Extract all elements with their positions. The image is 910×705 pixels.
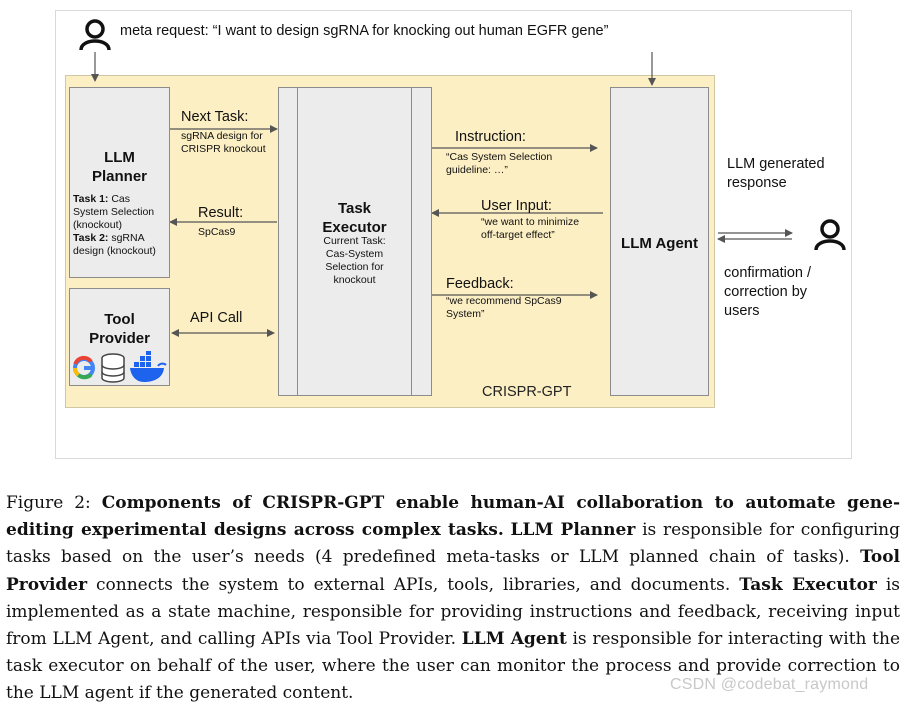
api-call-label: API Call — [190, 310, 243, 326]
tool-provider-box: Tool Provider — [69, 288, 170, 386]
planner-task-1: Task 1: Cas System Selection (knockout) — [73, 193, 155, 231]
llm-agent-title: LLM Agent — [621, 235, 698, 252]
llm-planner-box: LLM Planner Task 1: Cas System Selection… — [69, 87, 170, 278]
user-input-text: “we want to minimize off-target effect” — [481, 216, 580, 241]
user-icon-right — [814, 219, 846, 251]
result-title: Result: — [198, 205, 244, 221]
caption-figure-label: Figure 2: — [6, 493, 102, 513]
user-input-title: User Input: — [481, 198, 552, 214]
generated-response-label: LLM generated response — [727, 156, 825, 191]
planner-task-list: Task 1: Cas System Selection (knockout) … — [73, 193, 167, 258]
tool-provider-title: Tool Provider — [89, 311, 150, 347]
caption-planner-desc: is responsible for configuring tasks bas… — [6, 520, 900, 568]
user-icon-top — [79, 19, 111, 51]
instruction-text: “Cas System Selection guideline: …” — [446, 151, 553, 176]
executor-left-rail — [297, 88, 298, 395]
llm-planner-title: LLM Planner — [91, 149, 148, 185]
planner-task-2: Task 2: sgRNA design (knockout) — [73, 232, 156, 257]
caption-tool-desc: connects the system to external APIs, to… — [87, 574, 740, 595]
executor-right-rail — [411, 88, 412, 395]
figure-caption: Figure 2: Components of CRISPR-GPT enabl… — [6, 490, 900, 705]
figure-frame — [55, 10, 852, 459]
system-label: CRISPR-GPT — [482, 384, 572, 400]
confirmation-label: confirmation / correction by users — [724, 265, 812, 319]
instruction-title: Instruction: — [455, 129, 526, 145]
meta-request-text: meta request: “I want to design sgRNA fo… — [120, 23, 609, 39]
llm-agent-box: LLM Agent — [610, 87, 709, 396]
caption-bold-title: Components of CRISPR-GPT enable human-AI… — [6, 493, 900, 541]
docker-icon — [130, 351, 167, 382]
task-executor-title: Task Executor — [322, 200, 387, 236]
task-executor-current-task: Current Task: Cas-System Selection for k… — [323, 235, 386, 286]
database-icon — [101, 353, 125, 383]
next-task-title: Next Task: — [181, 109, 249, 125]
google-icon — [73, 355, 95, 380]
caption-planner-name: LLM Planner — [510, 520, 636, 541]
caption-agent-name: LLM Agent — [461, 629, 567, 650]
caption-agent-desc: is responsible for interacting with the … — [6, 629, 901, 704]
caption-executor-name: Task Executor — [739, 574, 877, 595]
caption-tool-name: Tool Provider — [6, 547, 900, 595]
tool-icons — [73, 351, 167, 383]
watermark: CSDN @codebat_raymond — [670, 676, 869, 693]
next-task-text: sgRNA design for CRISPR knockout — [181, 130, 266, 155]
feedback-text: “we recommend SpCas9 System” — [446, 295, 562, 320]
task-executor-box: Task Executor Current Task: Cas-System S… — [278, 87, 432, 396]
caption-executor-desc: is implemented as a state machine, respo… — [6, 574, 900, 650]
feedback-title: Feedback: — [446, 276, 514, 292]
result-text: SpCas9 — [198, 226, 236, 238]
